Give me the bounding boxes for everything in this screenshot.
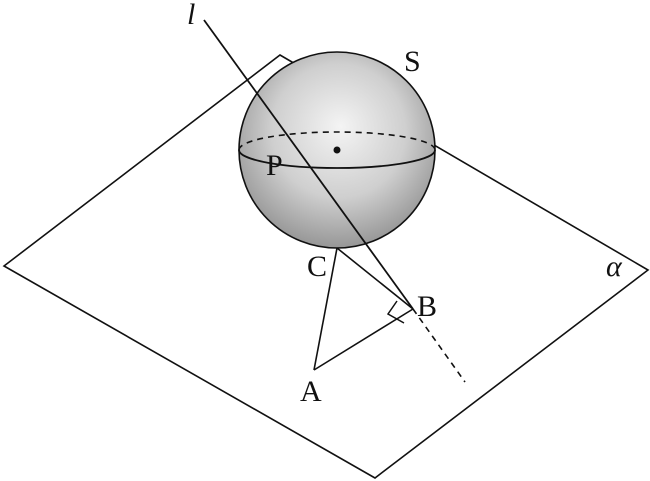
segment-c-b (336, 247, 414, 310)
label-line-l: l (187, 0, 195, 31)
label-point-b: B (417, 290, 437, 323)
sphere-center-point (333, 146, 341, 154)
right-angle-mark (386, 300, 405, 324)
label-point-c: C (307, 250, 327, 283)
line-l (203, 19, 414, 310)
segment-c-a (313, 247, 338, 371)
label-point-a: A (300, 375, 322, 408)
sphere-equator-back (238, 131, 436, 151)
label-point-p: P (266, 149, 283, 182)
line-l-dashed-extension (412, 308, 466, 383)
label-sphere-s: S (404, 45, 421, 78)
sphere-equator-front (238, 149, 436, 169)
plane-alpha (2, 54, 650, 479)
label-plane-alpha: α (606, 250, 623, 283)
